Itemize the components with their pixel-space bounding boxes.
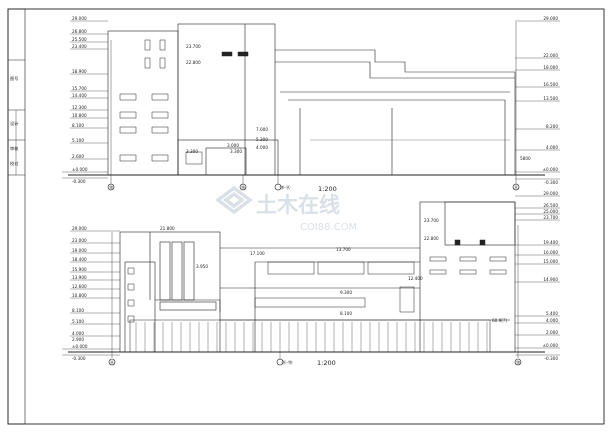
level-label: 15.700	[72, 86, 87, 91]
elev2-scale: 1:200	[317, 359, 336, 367]
level-label: 4.000	[546, 318, 558, 323]
elevation-2	[62, 195, 560, 366]
level-label: 3.300	[186, 149, 198, 154]
elev1-axis-mid-left: ⑯	[241, 184, 246, 191]
level-label: ±0.000	[543, 167, 559, 172]
level-label: 2.900	[72, 337, 84, 342]
level-label: 5.100	[72, 138, 84, 143]
level-label: 13.500	[543, 96, 558, 101]
level-label: 14.400	[72, 93, 87, 98]
level-label: 5.100	[72, 319, 84, 324]
level-label: 3.000	[227, 143, 239, 148]
level-label: 3.950	[196, 264, 208, 269]
level-label: 21.800	[160, 226, 175, 231]
level-label: 23.700	[424, 218, 439, 223]
title-mark-1: 图号	[10, 76, 18, 82]
level-label: 60.9[?]	[492, 318, 507, 323]
level-label: ±0.000	[72, 167, 88, 172]
level-label: 29.000	[72, 16, 87, 21]
elev1-scale: 1:200	[318, 185, 337, 193]
level-label: 15.900	[72, 267, 87, 272]
level-label: 22.000	[543, 53, 558, 58]
level-label: 22.800	[186, 60, 201, 65]
level-label: 14.900	[543, 277, 558, 282]
level-label: 29.000	[72, 226, 87, 231]
elev1-axis-right: Ⓐ	[514, 184, 519, 191]
level-label: 13.700	[336, 247, 351, 252]
level-label: 2.000	[546, 330, 558, 335]
level-label: 23.000	[72, 238, 87, 243]
level-label: 25.500	[72, 37, 87, 42]
level-label: 10.800	[72, 113, 87, 118]
level-label: 26.500	[543, 203, 558, 208]
elev1-axis-mid-right: ⑱-Ⓐ	[280, 184, 291, 191]
level-label: 17.100	[250, 251, 265, 256]
level-label: -0.300	[72, 356, 86, 361]
watermark: 土木在线 COI88.COM	[215, 185, 357, 233]
title-mark-3: 审核	[10, 145, 19, 152]
level-label: 8.200	[546, 124, 558, 129]
elev2-axis-left: Ⓐ	[110, 359, 115, 366]
level-label: 5.300	[256, 137, 268, 142]
level-label: 16.000	[543, 250, 558, 255]
level-label: -0.300	[545, 180, 559, 185]
watermark-sub: COI88.COM	[300, 222, 357, 233]
level-label: -0.300	[72, 179, 86, 184]
elevation-1	[62, 20, 560, 191]
level-label: 18.000	[543, 65, 558, 70]
level-label: 2.600	[72, 154, 84, 159]
level-label: 18.900	[72, 69, 87, 74]
level-label: 29.000	[543, 16, 558, 21]
level-label: 9.300	[340, 290, 352, 295]
level-label: 13.900	[72, 275, 87, 280]
level-label: 5.400	[546, 311, 558, 316]
level-label: 16.500	[543, 82, 558, 87]
title-mark-2: 设计	[10, 120, 18, 127]
level-label: 19.000	[72, 248, 87, 253]
level-label: 12.600	[72, 284, 87, 289]
level-label: 4.000	[72, 331, 84, 336]
level-label: 7.000	[256, 127, 268, 132]
level-label: 18.400	[72, 257, 87, 262]
level-label: 4.000	[546, 145, 558, 150]
level-label: 29.000	[543, 191, 558, 196]
level-label: ±0.000	[543, 343, 559, 348]
elev2-axis-right: ⑱	[516, 359, 521, 366]
watermark-logo-icon	[215, 185, 253, 215]
level-label: 8.100	[72, 123, 84, 128]
level-label: 22.800	[424, 236, 439, 241]
level-label: 8.100	[72, 308, 84, 313]
level-label: 23.400	[72, 44, 87, 49]
elevation-2-text: 1:200 Ⓐ Ⓐ-⑱ ⑱ 29.000 23.000 19.000 18.400 15…	[72, 191, 558, 367]
title-strip	[7, 8, 26, 425]
level-label: 4.000	[256, 145, 268, 150]
level-label: 23.700	[186, 44, 201, 49]
elev1-axis-left: ⑱	[109, 184, 114, 191]
level-label: 26.800	[72, 29, 87, 34]
level-label: 15.000	[543, 259, 558, 264]
level-label: 12.400	[408, 276, 423, 281]
level-label: -0.300	[545, 356, 559, 361]
level-label: 3.300	[230, 149, 242, 154]
level-label: 19.400	[543, 240, 558, 245]
watermark-text: 土木在线	[256, 193, 340, 217]
level-label: ±0.000	[72, 344, 88, 349]
level-label: 10.800	[72, 293, 87, 298]
title-mark-4: 校对	[10, 160, 18, 167]
level-label: 25.000	[543, 209, 558, 214]
level-label: 8.100	[340, 311, 352, 316]
level-label: 12.300	[72, 105, 87, 110]
elev2-axis-mid: Ⓐ-⑱	[282, 359, 293, 366]
elevation-1-text: 1:200 ⑱ ⑯ ⑱-Ⓐ Ⓐ 29.000 26.800 25.500 23.400…	[72, 16, 558, 193]
level-label: 5800	[520, 156, 531, 161]
level-label: 23.700	[543, 215, 558, 220]
